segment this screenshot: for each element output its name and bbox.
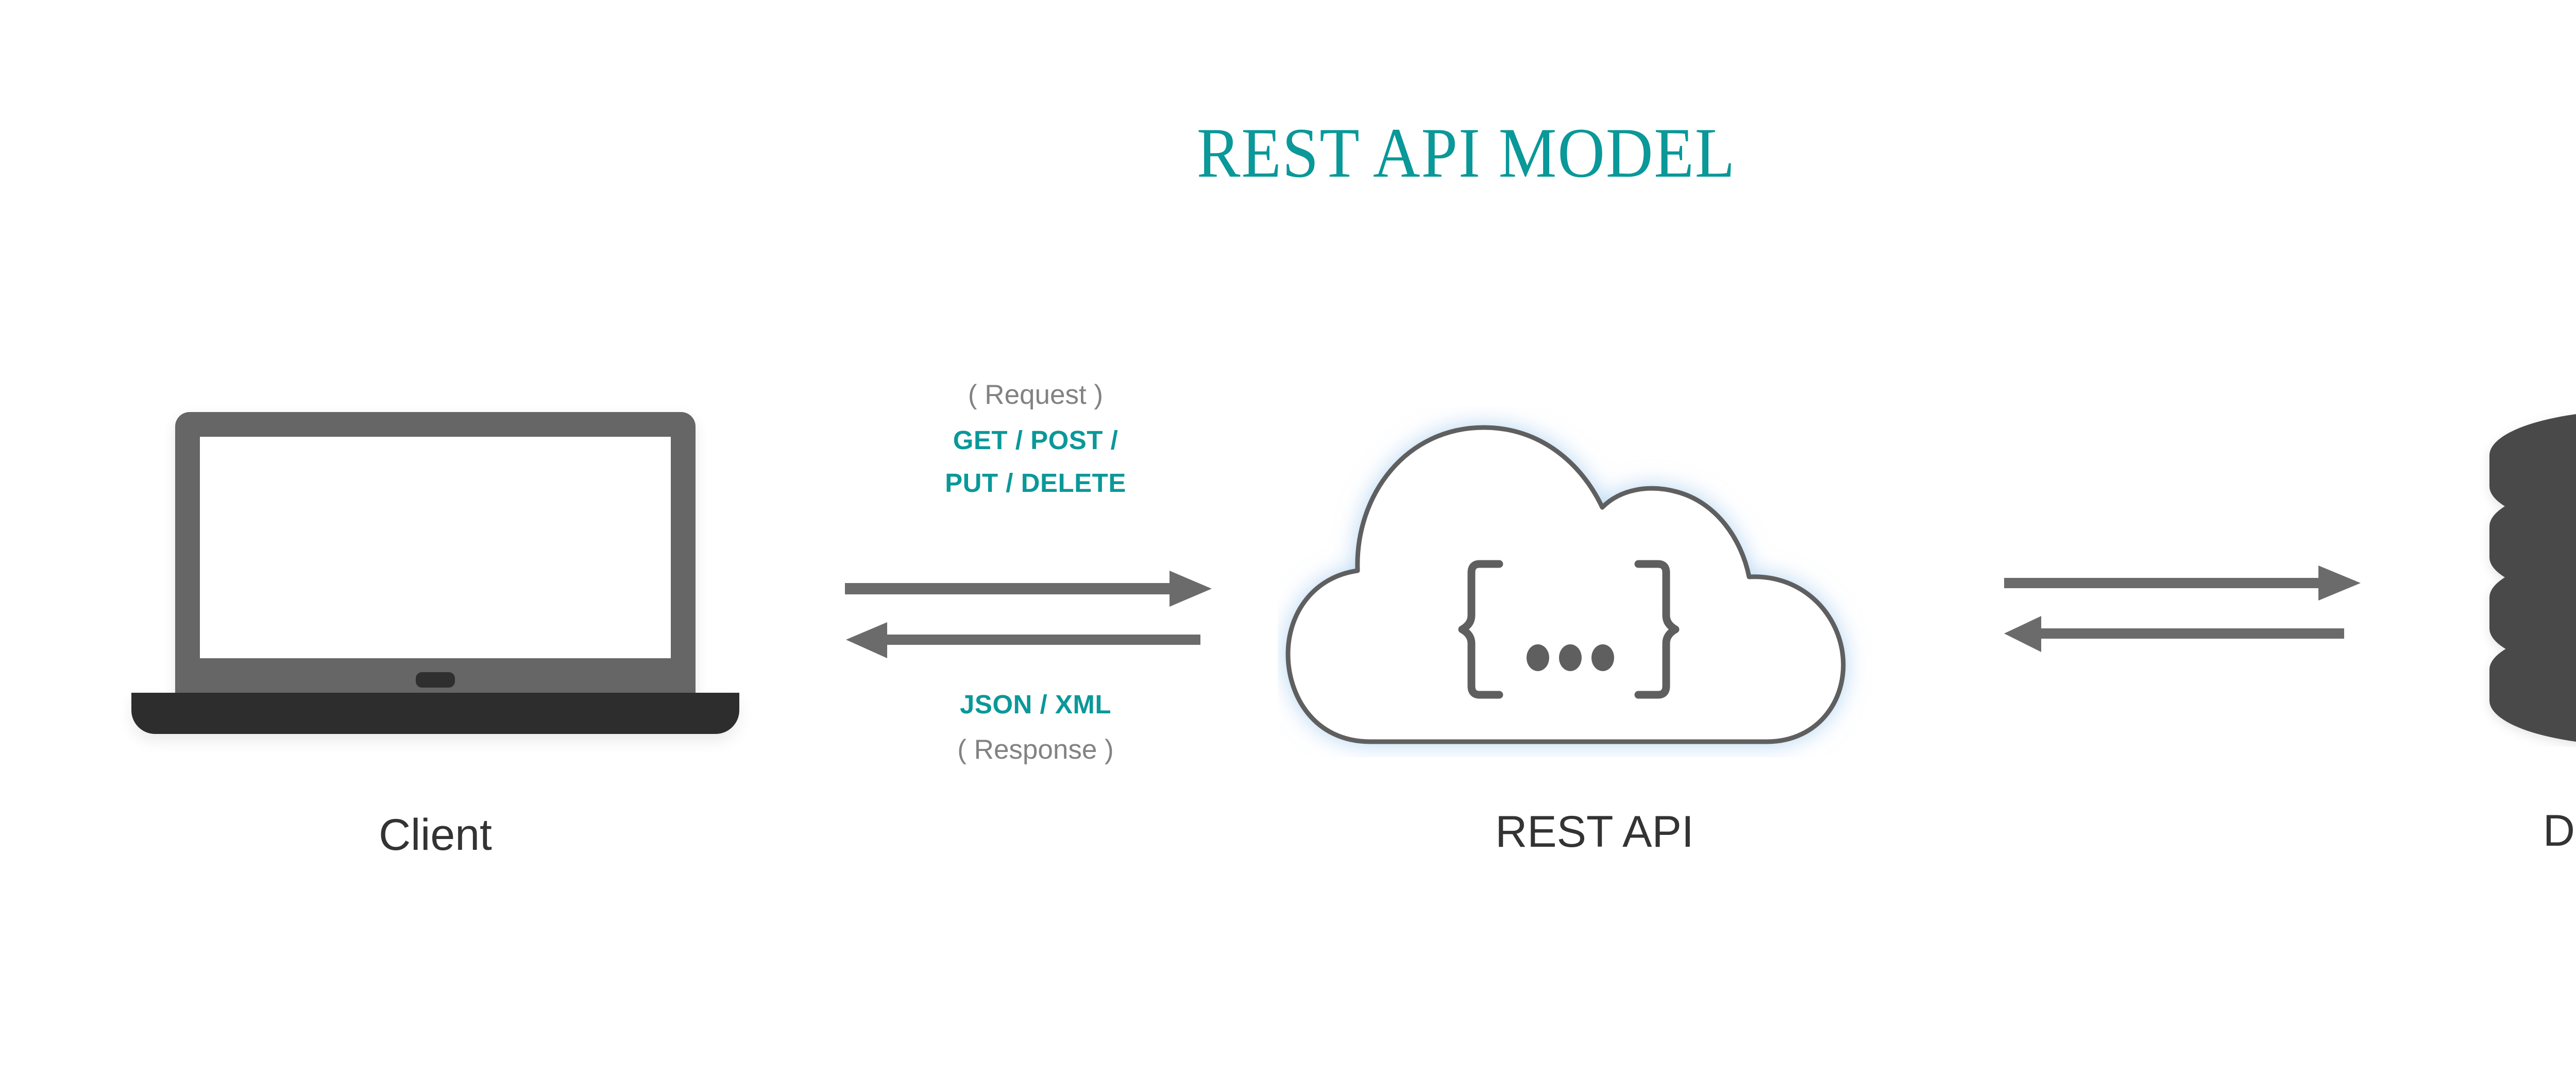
laptop-notch (416, 672, 455, 688)
client-api-arrows (845, 562, 1226, 665)
arrow-left-icon (846, 622, 1200, 658)
database-cylinder-icon (2489, 414, 2576, 742)
cloud-braces-icon (1285, 425, 1846, 744)
right-brace-icon (1634, 560, 1680, 699)
laptop-screen (200, 437, 671, 658)
laptop-base (131, 693, 739, 734)
database-label: Database (2543, 806, 2576, 855)
left-brace-icon (1458, 560, 1503, 699)
request-caption: ( Request ) (968, 380, 1104, 410)
ellipsis-dots-icon (1527, 644, 1614, 671)
laptop-icon (175, 412, 696, 709)
response-label-group: JSON / XML ( Response ) (835, 691, 1236, 763)
arrow-right-icon (845, 571, 1212, 607)
database-node (2473, 391, 2576, 747)
rest-api-label: REST API (1495, 807, 1694, 857)
request-label-group: ( Request ) GET / POST / PUT / DELETE (835, 381, 1236, 496)
api-database-arrows (2004, 556, 2375, 659)
arrow-right-icon (2004, 566, 2361, 601)
request-methods-line-1: GET / POST / (953, 425, 1118, 455)
request-methods-line-2: PUT / DELETE (945, 468, 1126, 498)
arrow-left-icon (2004, 616, 2344, 652)
rest-api-node (1278, 407, 1911, 757)
response-format: JSON / XML (959, 690, 1112, 719)
page-title: REST API MODEL (1196, 113, 1736, 192)
client-node (131, 412, 739, 742)
response-caption: ( Response ) (957, 734, 1114, 765)
client-label: Client (379, 810, 492, 860)
